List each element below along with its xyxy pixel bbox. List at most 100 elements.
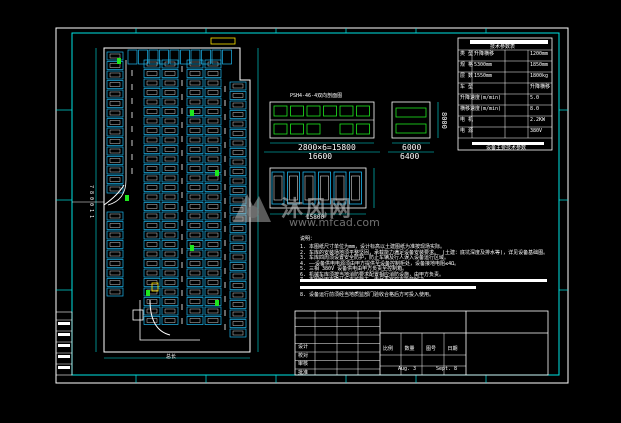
parking-stall: [229, 290, 247, 300]
stall-car: [146, 318, 158, 323]
parking-stall: [186, 164, 204, 173]
parking-stall: [229, 214, 247, 224]
stall-car: [232, 226, 244, 231]
revision-row-fill: [58, 333, 70, 336]
stall-car: [232, 140, 244, 146]
parking-stall: [143, 126, 161, 135]
spec-cell-k: 层 数: [460, 73, 474, 79]
stall-car: [164, 261, 176, 266]
parking-stall: [186, 268, 204, 278]
parking-stall: [204, 230, 222, 240]
stall-car: [189, 175, 201, 181]
stall-car: [109, 261, 121, 266]
plan-bottom-label: 总长: [166, 354, 177, 360]
parking-stall: [229, 129, 247, 138]
parking-stall: [186, 116, 204, 126]
stall-car: [189, 318, 201, 323]
title-block: [294, 310, 549, 376]
parking-stall: [204, 164, 222, 173]
parking-stall: [229, 138, 247, 148]
spec-cell-v2: 升降横移: [530, 84, 551, 90]
green-marker: [190, 245, 194, 251]
stall-car: [164, 270, 176, 276]
stall-car: [164, 232, 176, 238]
parking-stall: [143, 145, 161, 154]
front-section-cars: [273, 105, 370, 135]
parking-stall: [186, 202, 204, 211]
stall-car: [232, 188, 244, 193]
front-car-lower: [306, 123, 321, 135]
front-car-lower: [290, 123, 304, 135]
spec-cell-k: 升降速度(m/min): [460, 95, 502, 101]
spec-table-footer: 设备主要技术参数: [486, 145, 527, 151]
unit-plan: [269, 167, 375, 215]
parking-stall: [186, 183, 204, 192]
parking-stall: [186, 306, 204, 316]
title-block-cell: 数量: [404, 346, 415, 352]
parking-stall: [204, 240, 222, 249]
parking-stall: [143, 173, 161, 183]
stall-car: [189, 308, 201, 314]
parking-stall-top: [127, 49, 138, 65]
parking-stall: [161, 97, 179, 107]
parking-stall: [143, 221, 161, 230]
stall-car: [207, 90, 219, 95]
parking-stall: [229, 271, 247, 281]
parking-stall: [161, 316, 179, 325]
parking-stall: [186, 287, 204, 297]
revision-table-grid: [56, 319, 72, 369]
parking-stall: [143, 240, 161, 249]
stall-car: [109, 186, 121, 192]
stall-car: [232, 121, 244, 127]
notes-line: 7. 本图经甲方确认后方可施工，未尽事宜双方协商解决。: [300, 277, 430, 283]
parking-stall: [106, 268, 124, 278]
parking-stall: [229, 119, 247, 129]
stall-car: [189, 261, 201, 266]
stall-car: [109, 242, 121, 247]
unit-bay: [302, 171, 316, 205]
sheet-outer-border: [55, 27, 569, 384]
stall-car: [109, 177, 121, 182]
parking-stall: [106, 51, 124, 61]
notes-line: 4. ——设备供电电源须由甲方提供至设备控制柜处，设备接地电阻≤4Ω。: [300, 260, 460, 267]
parking-stall: [161, 297, 179, 306]
parking-stall: [161, 69, 179, 78]
parking-stall: [204, 145, 222, 154]
parking-stall-top: [201, 49, 211, 65]
stall-car: [164, 166, 176, 171]
parking-stall: [204, 259, 222, 268]
front-section: [264, 101, 380, 153]
spec-cell-k: 电 机: [460, 117, 474, 123]
unit-bay-car: [289, 175, 298, 201]
stall-car: [207, 223, 219, 228]
stall-car: [164, 185, 176, 190]
front-dim-total: 16600: [308, 152, 333, 161]
notes-line: 3. 车库四周须设置安全防护，防止车辆及行人误入设备运行区域。: [300, 255, 450, 261]
stall-car: [232, 311, 244, 317]
stall-car: [164, 109, 176, 114]
parking-stall: [161, 249, 179, 259]
title-block-role: 校对: [298, 352, 309, 359]
title-block-cell: 图号: [426, 346, 437, 352]
parking-stall: [229, 281, 247, 290]
stall-car: [207, 280, 219, 285]
parking-stall: [229, 224, 247, 233]
spec-cell-v2: 5.0: [530, 95, 540, 101]
spec-cell-v2: 8.0: [530, 106, 540, 112]
notes-highlight-bar: [300, 286, 476, 289]
parking-stall: [161, 145, 179, 154]
stall-car: [232, 235, 244, 241]
spec-cell-v2: 1800kg: [530, 73, 549, 79]
parking-stall: [204, 316, 222, 325]
stall-car: [232, 302, 244, 307]
parking-stall: [143, 107, 161, 116]
stall-car: [109, 213, 121, 219]
parking-stall: [143, 78, 161, 88]
stall-car: [207, 308, 219, 314]
parking-stall: [204, 287, 222, 297]
parking-stall: [229, 205, 247, 214]
parking-stall: [106, 146, 124, 156]
spec-cell-k: 车 型: [460, 84, 474, 90]
front-car-upper: [306, 105, 321, 117]
front-car-upper: [290, 105, 304, 117]
